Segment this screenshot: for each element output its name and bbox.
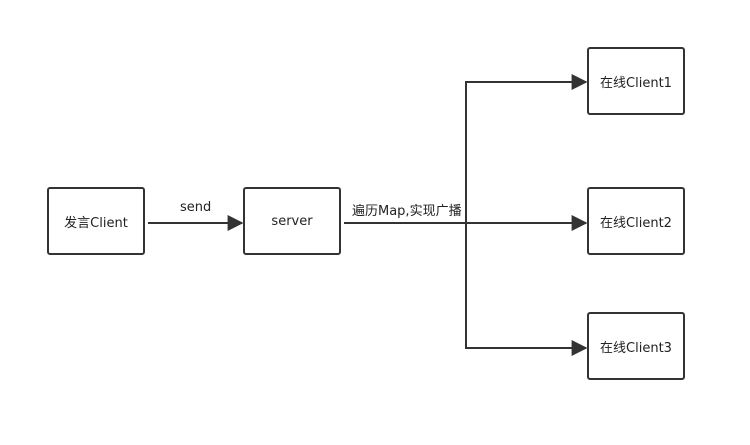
node-online-client-2[interactable]: 在线Client2 xyxy=(587,187,685,255)
node-online-client-3[interactable]: 在线Client3 xyxy=(587,312,685,380)
edge-label-send: send xyxy=(180,200,212,215)
node-server[interactable]: server xyxy=(243,187,341,255)
node-online-client-1[interactable]: 在线Client1 xyxy=(587,47,685,115)
edge-label-broadcast: 遍历Map,实现广播 xyxy=(352,204,462,219)
node-sender-client[interactable]: 发言Client xyxy=(47,187,145,255)
